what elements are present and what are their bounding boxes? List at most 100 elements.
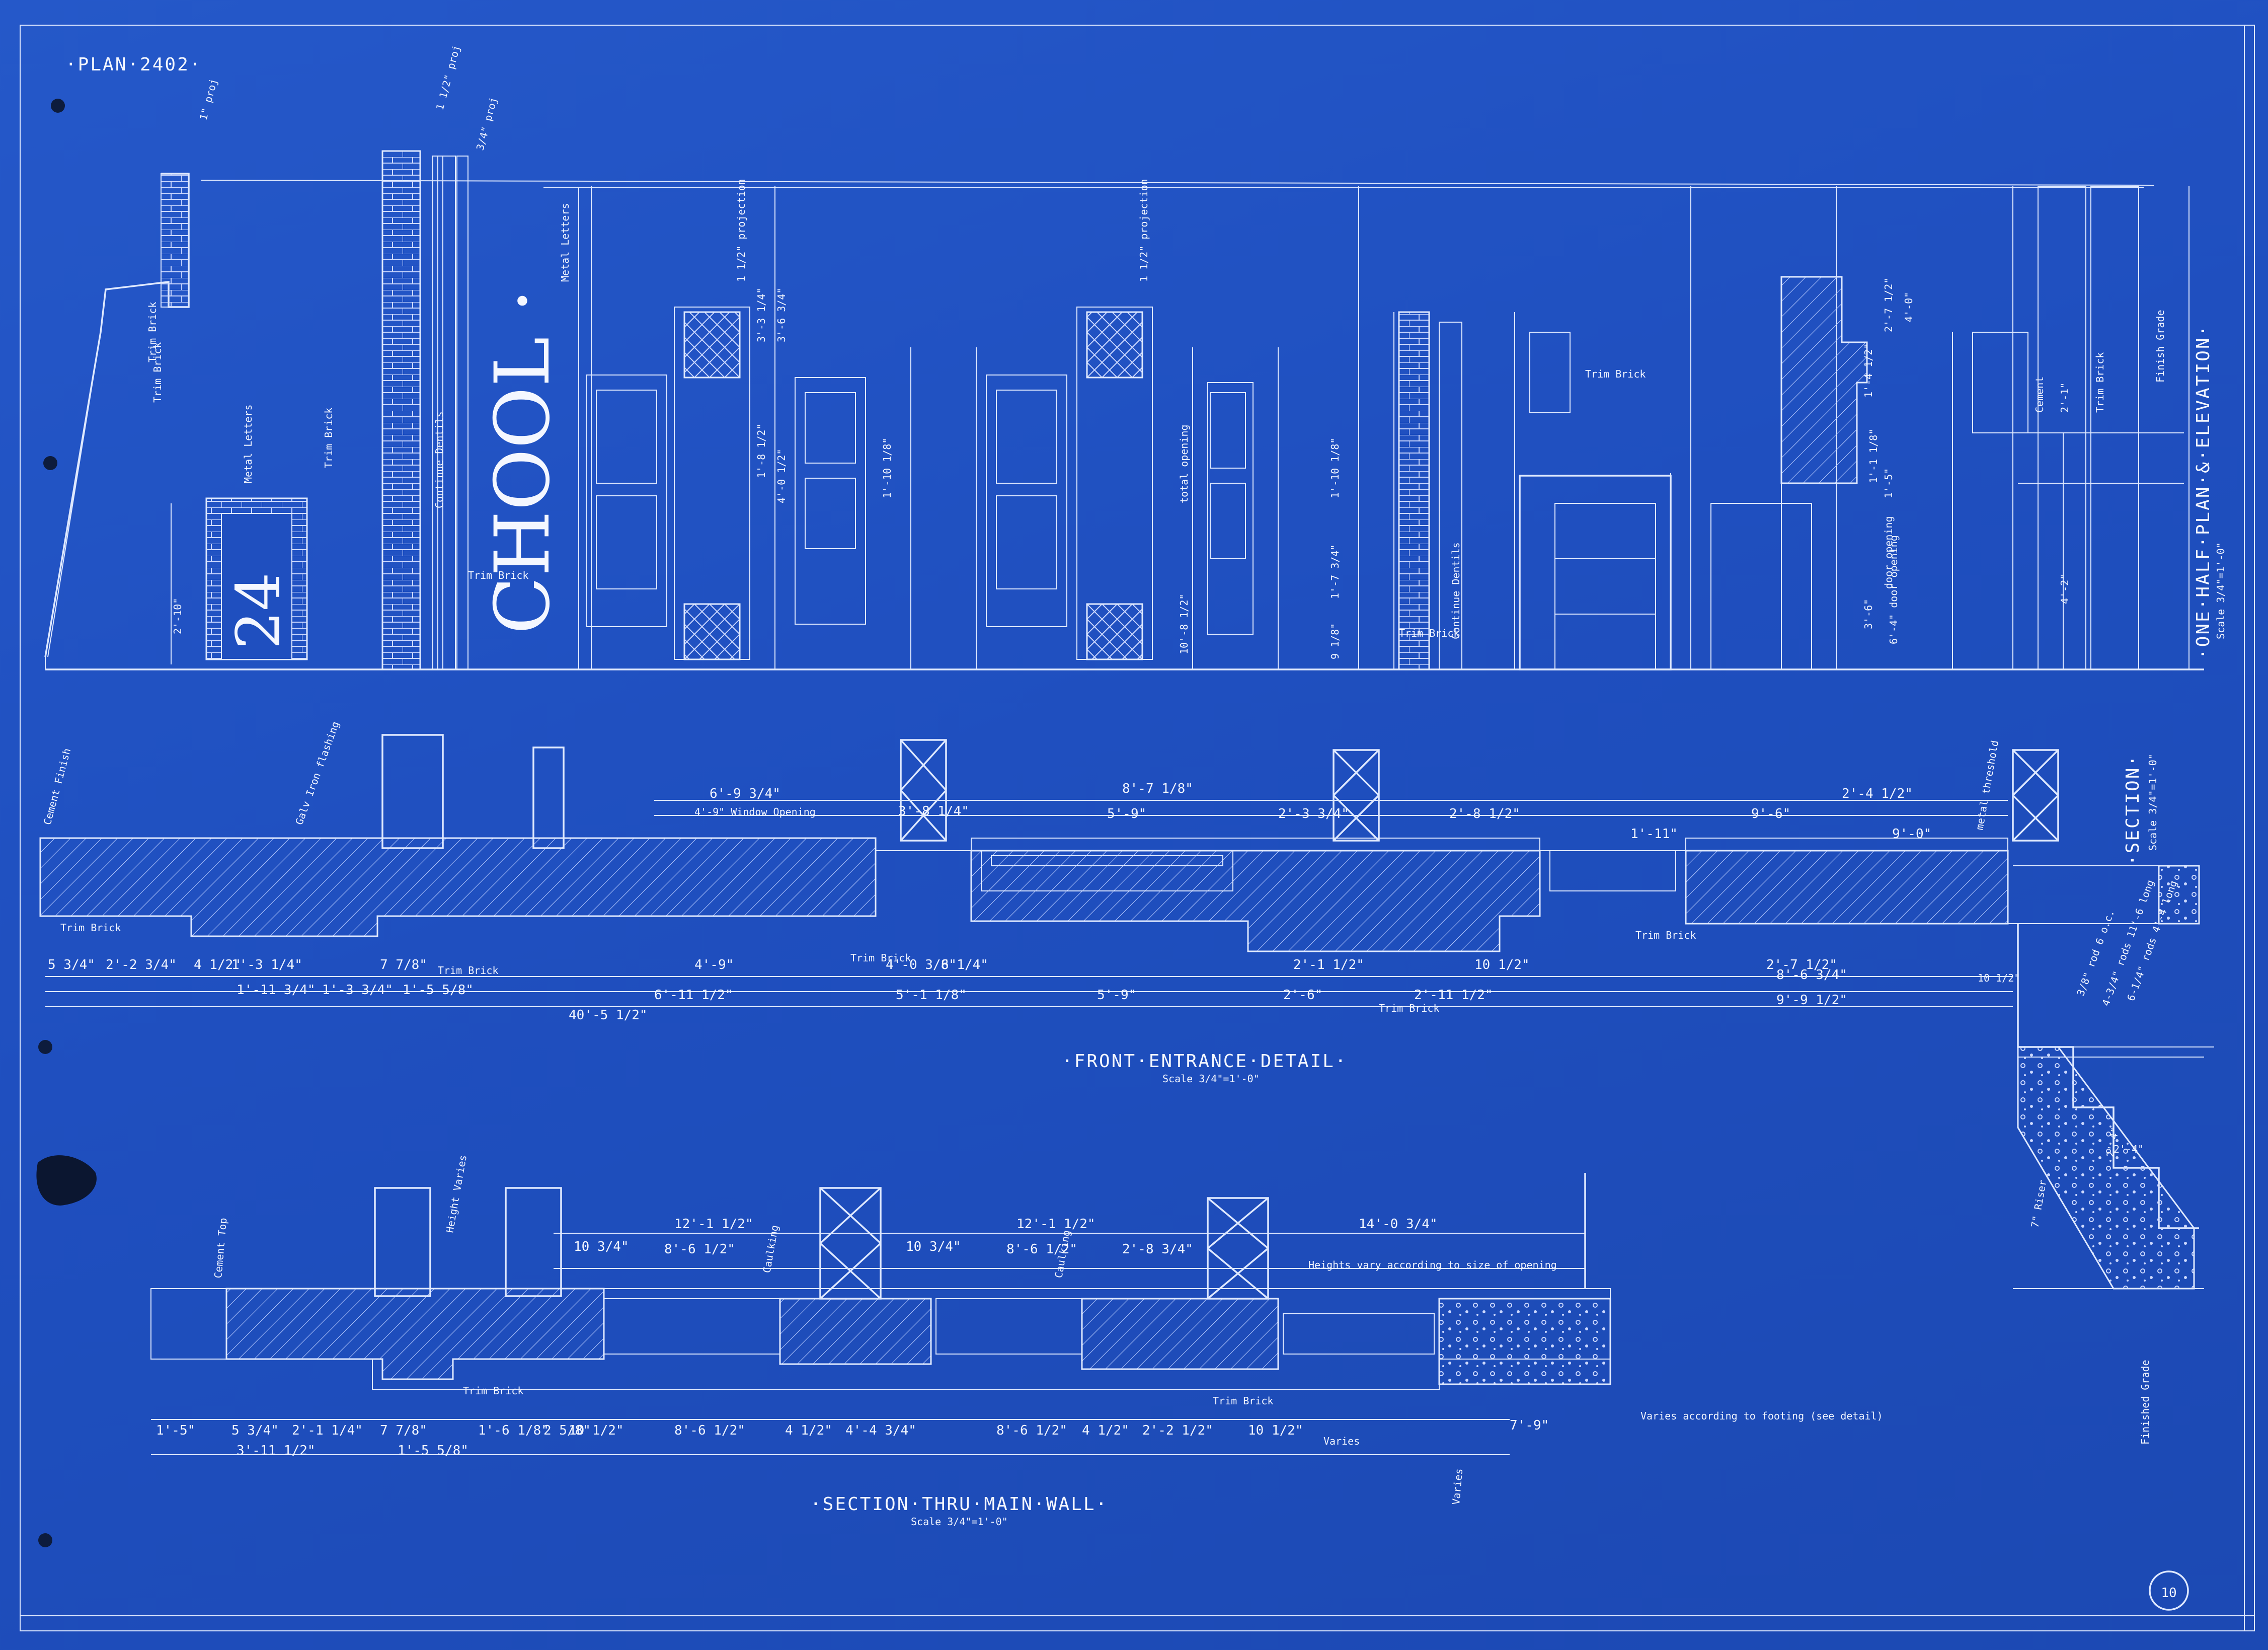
elevation-dimension: 4'-0"	[1903, 292, 1915, 322]
main-wall-label: Caulking	[760, 1224, 780, 1274]
front-entrance-bottom-dimension: 2'-2 3/4"	[106, 957, 177, 972]
front-entrance-label: Trim Brick	[850, 952, 911, 964]
main-wall-top-dimension: 8'-6 1/2"	[1006, 1242, 1077, 1257]
elevation-big-lettering: CHOOL ·	[479, 289, 567, 635]
front-entrance-bottom-dimension: 8'-6 3/4"	[1776, 967, 1847, 983]
elevation-title: ·ONE·HALF·PLAN·&·ELEVATION·	[2193, 324, 2214, 659]
front-entrance-label: Trim Brick	[438, 964, 498, 977]
section-scale: Scale 3/4"=1'-0"	[2147, 754, 2159, 851]
main-wall-top-dimension: 10 3/4"	[906, 1239, 961, 1254]
main-wall-label: Varies	[1450, 1468, 1465, 1505]
main-wall-bottom-dimension: 7'-9"	[1510, 1418, 1549, 1433]
elevation-dimension: 2'-7 1/2"	[1883, 278, 1895, 332]
main-wall-scale: Scale 3/4"=1'-0"	[911, 1516, 1008, 1528]
elevation-label: Trim Brick	[1399, 627, 1459, 639]
main-wall-bottom-dimension: 3'-11 1/2"	[237, 1443, 316, 1458]
main-wall-label: Varies according to footing (see detail)	[1640, 1410, 1883, 1422]
main-wall-bottom-dimension: 1'-5 5/8"	[398, 1443, 468, 1458]
front-entrance-bottom-dimension: 2'-11 1/2"	[1414, 988, 1493, 1003]
main-wall-top-dimension: 8'-6 1/2"	[664, 1242, 735, 1257]
sheet-number-circle	[2149, 1570, 2189, 1611]
sheet-border	[20, 25, 2255, 1631]
front-entrance-label: metal threshold	[1973, 739, 2001, 831]
main-wall-bottom-dimension: 2'-1 1/4"	[292, 1423, 363, 1438]
front-entrance-label: 4'-9" Window Opening	[694, 806, 816, 818]
main-wall-label: Height Varies	[443, 1154, 469, 1234]
elevation-label: Continue Dentils	[433, 411, 445, 508]
plan-number: ·PLAN·2402·	[65, 54, 202, 75]
front-entrance-top-dimension: 2'-4 1/2"	[1842, 786, 1913, 801]
elevation-label: Cement	[2034, 377, 2046, 413]
elevation-label: Trim Brick	[323, 408, 335, 468]
main-wall-label: Heights vary according to size of openin…	[1308, 1259, 1557, 1271]
elevation-dimension: 6'-4" door opening	[1888, 535, 1900, 644]
front-entrance-top-dimension: 9'-6"	[1751, 806, 1790, 821]
binding-holes	[36, 99, 97, 1547]
front-entrance-label: Trim Brick	[1379, 1002, 1439, 1014]
front-entrance-bottom-dimension: 2'-7 1/2"	[1766, 957, 1837, 972]
front-entrance-label: Galv Iron flashing	[293, 720, 342, 827]
front-entrance-bottom-dimension: 9'-9 1/2"	[1776, 993, 1847, 1008]
front-entrance-bottom-dimension: 5 3/4"	[48, 957, 95, 972]
front-entrance-bottom-dimension: 4'-0 3/8"	[886, 957, 957, 972]
front-entrance-label: Trim Brick	[60, 922, 121, 934]
front-entrance-bottom-dimension: 2'-6"	[1283, 988, 1322, 1003]
elevation-label: 1 1/2" projection	[1138, 179, 1150, 282]
front-entrance-bottom-dimension: 7 7/8"	[380, 957, 427, 972]
elevation-label: Metal Letters	[559, 203, 571, 282]
elevation-label: 1" proj	[197, 78, 220, 122]
main-wall-label: Cement Top	[212, 1217, 229, 1279]
main-wall-title: ·SECTION·THRU·MAIN·WALL·	[810, 1494, 1108, 1515]
main-wall-bottom-dimension: 1'-5"	[156, 1423, 195, 1438]
elevation-dimension: 3'-6 3/4"	[775, 288, 788, 342]
main-wall-bottom-dimension: 10 1/2"	[1248, 1423, 1303, 1438]
elevation-label: Metal Letters	[242, 404, 254, 483]
section-title: ·SECTION·	[2123, 754, 2143, 866]
main-wall-label: Trim Brick	[1213, 1395, 1273, 1407]
elevation-label: Continue Dentils	[1450, 542, 1462, 639]
main-wall-bottom-dimension: 5 3/4"	[231, 1423, 279, 1438]
elevation-label: Trim Brick	[468, 569, 528, 581]
elevation-dimension: 1'-4 1/2"	[1862, 343, 1874, 398]
front-entrance-bottom-dimension: 1'-3 3/4"	[322, 983, 393, 998]
main-wall-top-dimension: 12'-1 1/2"	[674, 1217, 753, 1232]
section-dimension: 2'-4"	[2114, 1143, 2144, 1155]
elevation-label: Trim Brick	[146, 302, 159, 362]
main-wall-bottom-dimension: 4'-4 3/4"	[845, 1423, 916, 1438]
main-wall-bottom-dimension: 2 5/8"	[543, 1423, 591, 1438]
main-wall-top-dimension: 2'-8 3/4"	[1122, 1242, 1193, 1257]
sheet-number: 10	[2161, 1586, 2176, 1601]
main-wall-bottom-dimension: 8'-6 1/2"	[674, 1423, 745, 1438]
main-wall-bottom-dimension: 8'-6 1/2"	[996, 1423, 1067, 1438]
front-entrance-label: Cement Finish	[41, 747, 73, 826]
main-wall-top-dimension: 12'-1 1/2"	[1016, 1217, 1096, 1232]
main-wall-bottom-dimension: 10 1/2"	[569, 1423, 624, 1438]
elevation-dimension: 1'-5"	[1883, 468, 1895, 498]
elevation-label: 1 1/2" proj	[434, 44, 462, 111]
front-entrance-label: Trim Brick	[1635, 929, 1696, 941]
elevation-dimension: 4'-0 1/2"	[775, 449, 788, 503]
front-entrance-top-dimension: 2'-8 1/2"	[1449, 806, 1520, 821]
elevation-label: Trim Brick	[151, 342, 164, 403]
front-entrance-bottom-dimension: 40'-5 1/2"	[569, 1008, 648, 1023]
main-wall-bottom-dimension: 7 7/8"	[380, 1423, 427, 1438]
elevation-label: 1 1/2" projection	[735, 179, 747, 282]
elevation-drawing	[44, 150, 2204, 670]
main-wall-top-dimension: 10 3/4"	[574, 1239, 629, 1254]
section-label: Finished Grade	[2139, 1360, 2151, 1445]
front-entrance-bottom-dimension: 1'-3 1/4"	[231, 957, 302, 972]
front-entrance-section	[39, 734, 2214, 1290]
elevation-dimension: 3'-3 1/4"	[755, 288, 767, 342]
elevation-dimension: 10'-8 1/2"	[1178, 594, 1190, 654]
elevation-dimension: 1'-10 1/8"	[1329, 438, 1341, 498]
elevation-label: Trim Brick	[1585, 368, 1646, 380]
elevation-dimension: 4'-2"	[2059, 574, 2071, 604]
front-entrance-top-dimension: 3'-8 1/4"	[898, 804, 969, 819]
elevation-label: door opening	[1883, 516, 1895, 589]
main-wall-section	[150, 1173, 1611, 1455]
elevation-dimension: 1'-8 1/2"	[755, 424, 767, 478]
main-wall-top-dimension: 14'-0 3/4"	[1359, 1217, 1438, 1232]
front-entrance-bottom-dimension: 5'-9"	[1097, 988, 1136, 1003]
elevation-number-lettering: 24	[224, 572, 294, 649]
